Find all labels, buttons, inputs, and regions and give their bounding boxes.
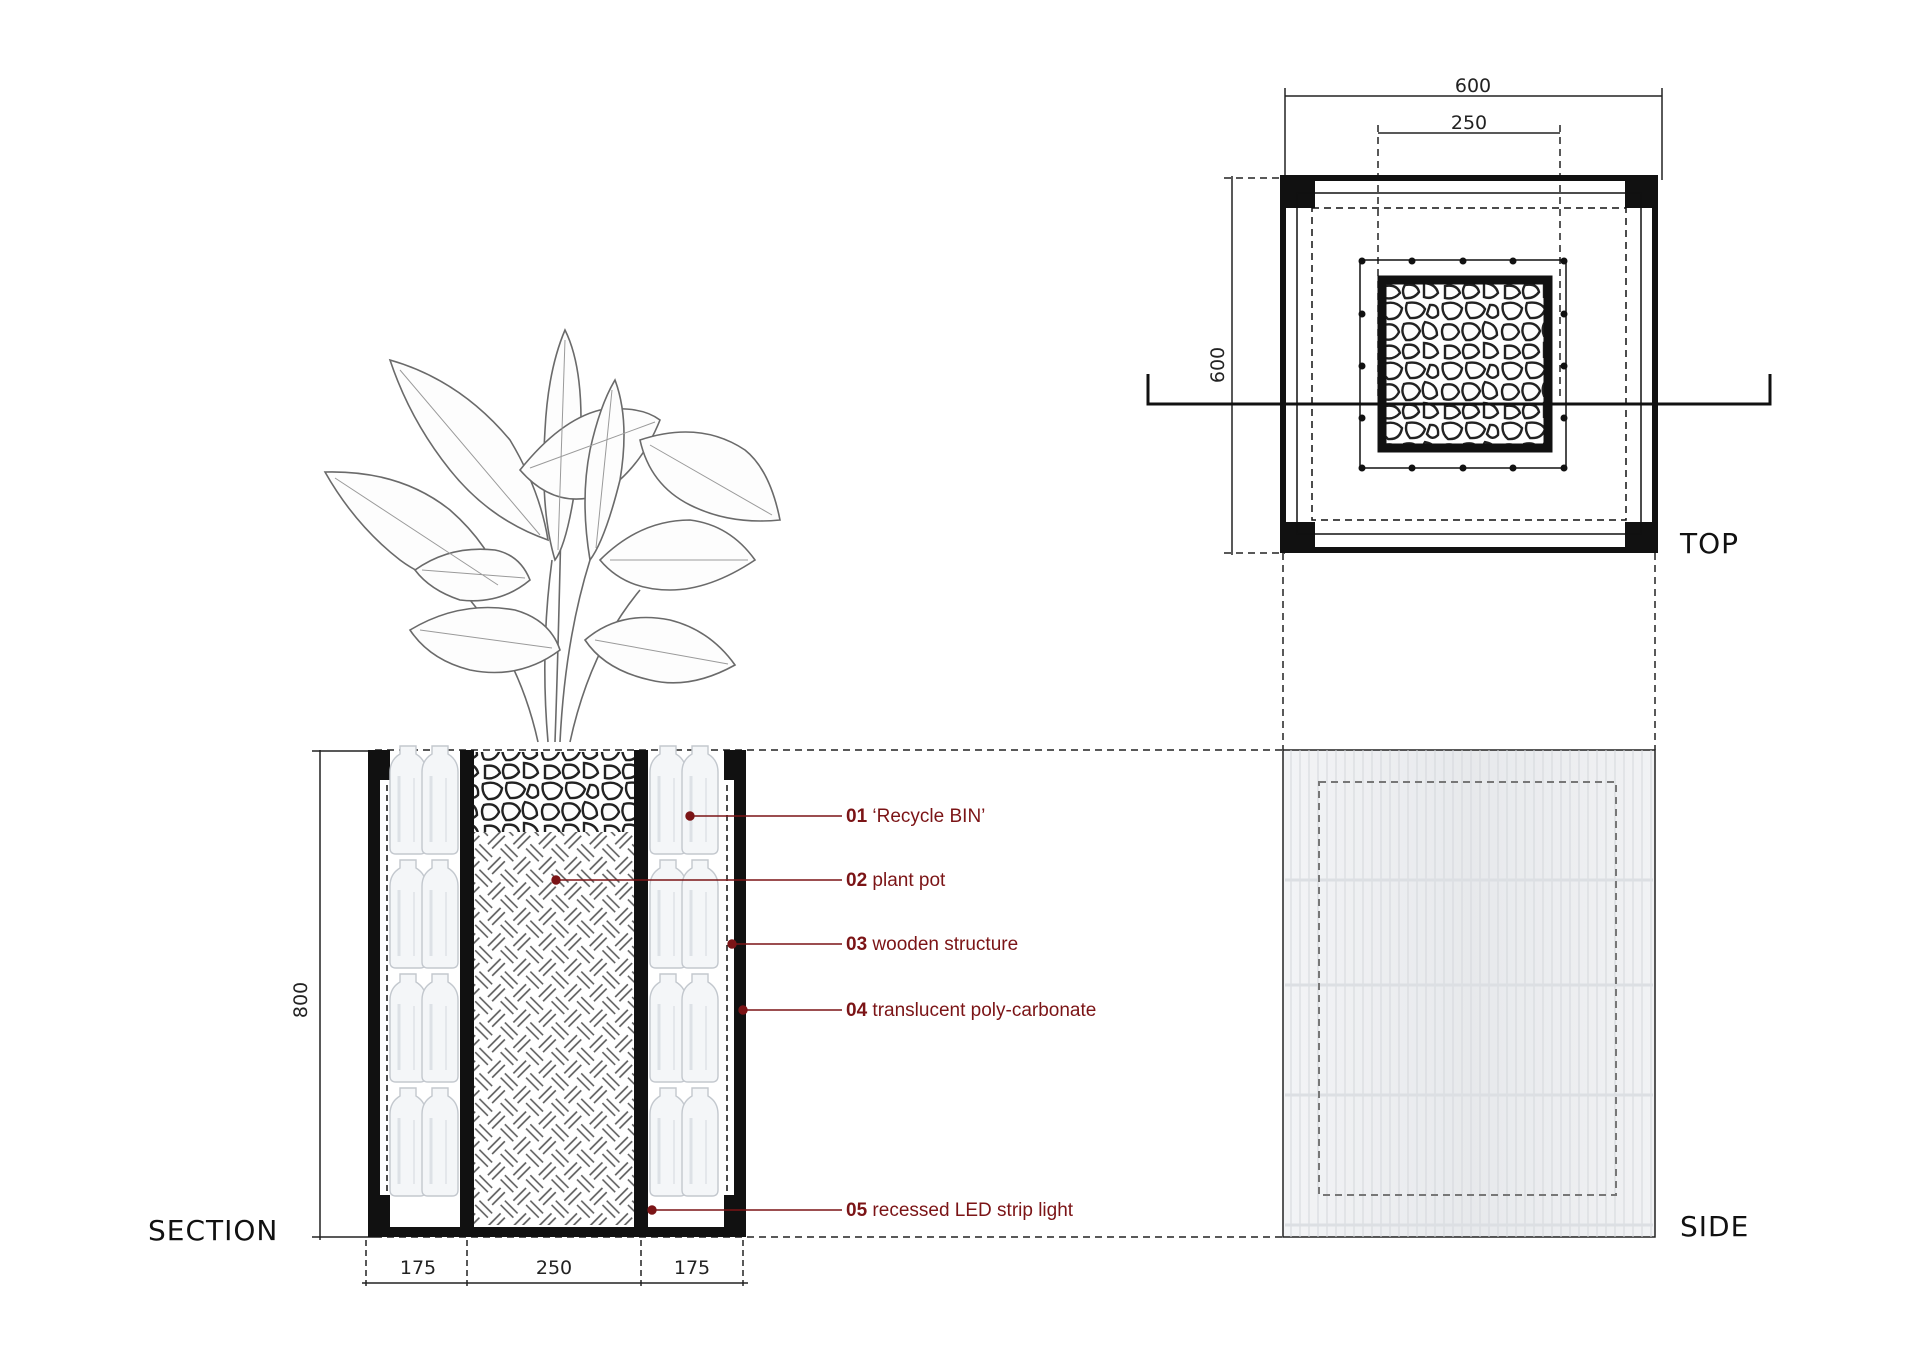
side-view: SIDE: [1282, 749, 1749, 1243]
bottles-left: [388, 744, 460, 1198]
led-points: [1358, 257, 1568, 472]
annotation-01: 01 ‘Recycle BIN’: [846, 806, 985, 827]
top-outer-frame: [1280, 175, 1658, 553]
annotation-05: 05 recessed LED strip light: [846, 1200, 1074, 1221]
inner-wall-right: [634, 750, 648, 1237]
annotation-04: 04 translucent poly-carbonate: [846, 1000, 1096, 1021]
section-height-label: 800: [290, 982, 312, 1018]
section-height-dimension: [312, 750, 375, 1240]
section-view: 800: [148, 328, 781, 1290]
annotation-02: 02 plant pot: [846, 870, 946, 891]
top-depth-label: 600: [1207, 347, 1229, 383]
section-width-dimensions: [362, 1240, 748, 1290]
outer-wall-right: [734, 750, 746, 1237]
annotation-03: 03 wooden structure: [846, 934, 1018, 955]
top-panel-lines: [1296, 192, 1642, 535]
projection-lines: [375, 553, 1656, 1238]
corner-post: [724, 750, 746, 780]
side-panel-flutes: [1283, 750, 1655, 1237]
section-right-width-label: 175: [674, 1257, 710, 1279]
top-plant-pot: [1377, 275, 1553, 453]
corner-post: [368, 750, 390, 780]
section-view-label: SECTION: [148, 1214, 278, 1247]
pot-stones: [474, 752, 634, 832]
side-inner-frame: [1318, 781, 1617, 1196]
bottles-right: [648, 744, 720, 1198]
inner-wall-left: [460, 750, 474, 1237]
plant-sketch: [323, 328, 781, 743]
annotation-labels: 01 ‘Recycle BIN’ 02 plant pot 03 wooden …: [846, 806, 1096, 1221]
corner-post: [724, 1195, 746, 1237]
top-view-label: TOP: [1679, 527, 1739, 560]
section-left-width-label: 175: [400, 1257, 436, 1279]
side-panel-bands: [1285, 878, 1653, 1227]
top-width-label: 600: [1455, 75, 1491, 97]
section-center-width-label: 250: [536, 1257, 572, 1279]
pot-soil: [474, 832, 634, 1225]
corner-post: [1283, 522, 1315, 552]
side-view-label: SIDE: [1680, 1210, 1749, 1243]
top-inner-width-label: 250: [1451, 112, 1487, 134]
corner-post: [368, 1195, 390, 1237]
outer-wall-left: [368, 750, 380, 1237]
top-view: 600 250 600 TOP: [1146, 75, 1772, 560]
annotation-leaders: [551, 811, 842, 1215]
section-cut-line: [1146, 374, 1772, 406]
base-plate: [368, 1227, 746, 1237]
